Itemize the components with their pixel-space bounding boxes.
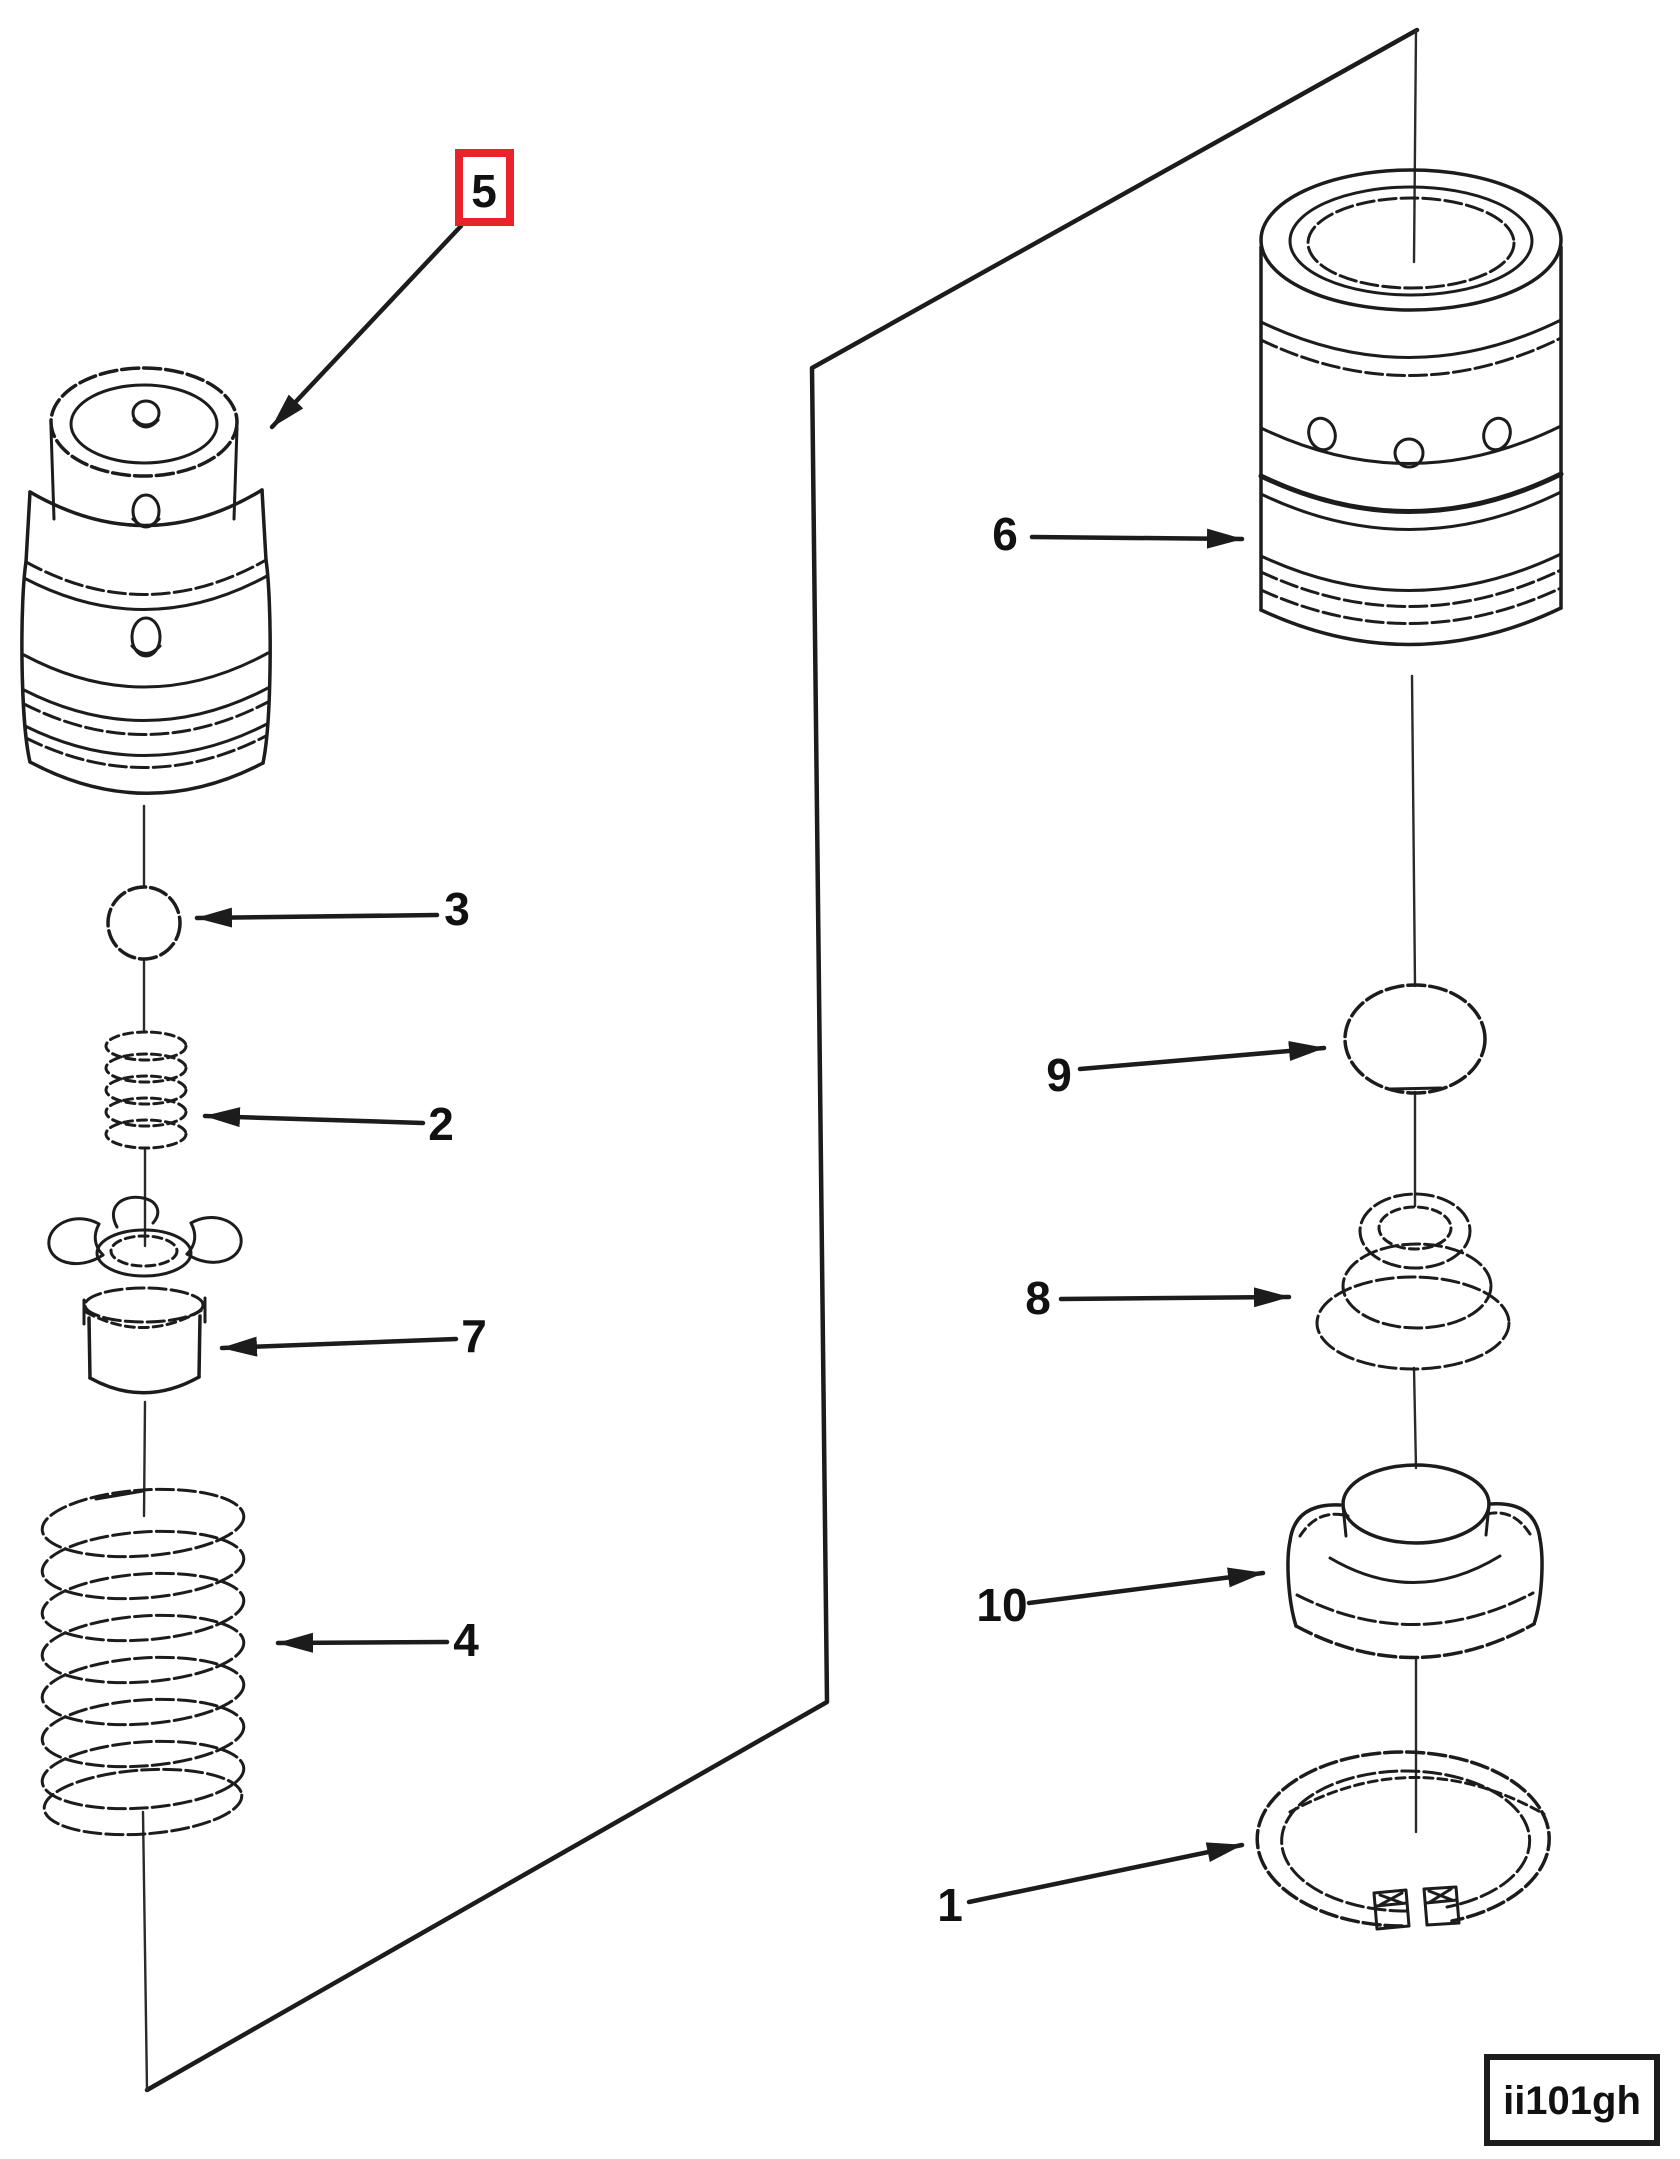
leader-arrow-4: [275, 1632, 450, 1653]
callout-5-label[interactable]: 5: [471, 165, 497, 217]
leader-arrow-1: [966, 1842, 1245, 1905]
leader-arrow-3: [194, 907, 440, 928]
figure-code-box: ii101gh: [1484, 2054, 1660, 2146]
assembly-plane-outline: [144, 27, 1420, 2093]
figure-code-label: ii101gh: [1503, 2079, 1641, 2123]
callout-6-label[interactable]: 6: [992, 508, 1018, 560]
callout-7-label[interactable]: 7: [461, 1310, 487, 1362]
part-4-large-spring-drawing: [40, 1487, 246, 1837]
callout-1-label[interactable]: 1: [937, 1879, 963, 1931]
highlight-box-callout-5: [455, 149, 514, 226]
callout-2-label[interactable]: 2: [428, 1098, 454, 1150]
callout-3-label[interactable]: 3: [444, 883, 470, 935]
leader-arrow-6: [1029, 528, 1245, 549]
leader-arrow-7: [219, 1336, 459, 1357]
callout-9-label[interactable]: 9: [1046, 1049, 1072, 1101]
callout-4-label[interactable]: 4: [453, 1614, 479, 1666]
part-9-ball-drawing: [1343, 983, 1487, 1095]
callout-10-label[interactable]: 10: [976, 1579, 1027, 1631]
part-7-retainer-drawing: [47, 1195, 243, 1395]
leader-arrow-10: [1026, 1567, 1266, 1606]
part-1-snap-ring-drawing: [1255, 1750, 1551, 1931]
callout-8-label[interactable]: 8: [1025, 1272, 1051, 1324]
leader-arrow-5: [269, 223, 464, 430]
leader-arrow-9: [1077, 1041, 1327, 1072]
leader-arrow-2: [202, 1107, 426, 1128]
part-8-cone-spring-drawing: [1315, 1192, 1511, 1371]
part-6-barrel-drawing: [1258, 168, 1564, 647]
part-3-ball-drawing: [106, 885, 182, 961]
part-10-retainer-cup-drawing: [1286, 1463, 1544, 1660]
part-2-small-spring-drawing: [104, 1030, 188, 1150]
leader-arrows: [194, 223, 1327, 1905]
axis-lines: [141, 28, 1418, 2092]
part-5-valve-body-drawing: [20, 366, 272, 795]
leader-arrow-8: [1058, 1287, 1292, 1308]
